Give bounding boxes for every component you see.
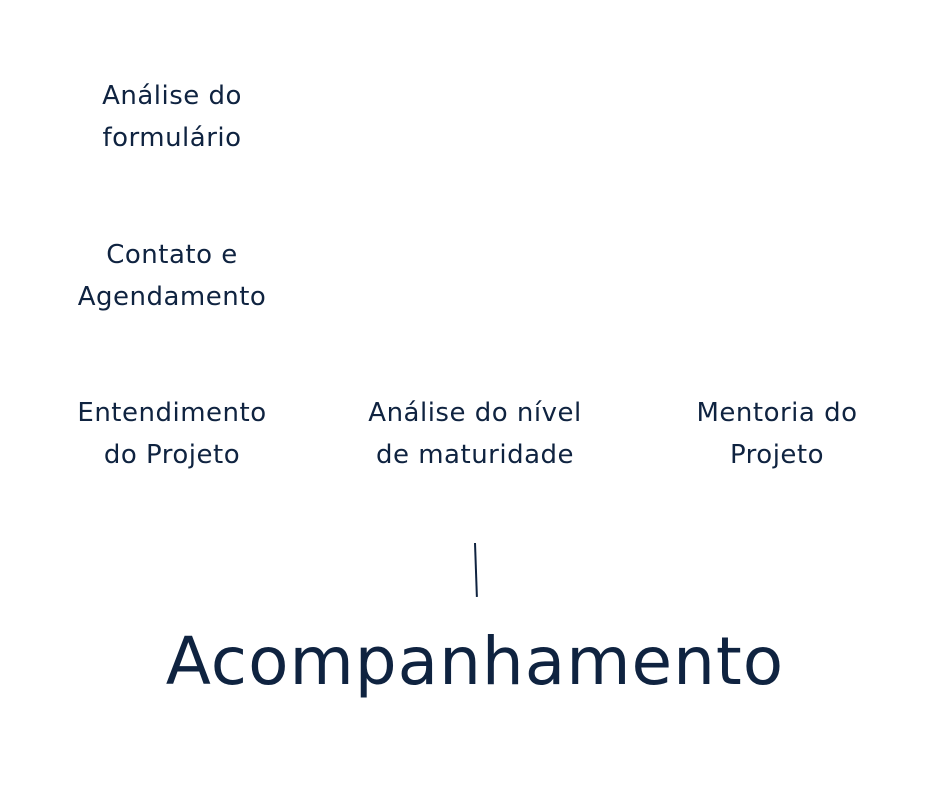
step-contact-scheduling: Contato e Agendamento <box>42 234 302 318</box>
connector-line <box>474 542 478 598</box>
step-label-line: Projeto <box>729 440 825 470</box>
step-label-line: de maturidade <box>375 440 575 470</box>
step-maturity-analysis: Análise do nível de maturidade <box>345 392 605 476</box>
step-project-understanding: Entendimento do Projeto <box>42 392 302 476</box>
step-label-line: Mentoria do <box>696 398 858 428</box>
step-label-line: Agendamento <box>77 282 267 312</box>
step-label-line: Contato e <box>106 240 238 270</box>
step-form-analysis: Análise do formulário <box>42 75 302 159</box>
step-label-line: formulário <box>102 123 242 153</box>
step-label-line: Análise do nível <box>368 398 582 428</box>
step-label-line: Entendimento <box>77 398 267 428</box>
step-project-mentoring: Mentoria do Projeto <box>647 392 907 476</box>
step-label-line: do Projeto <box>103 440 241 470</box>
section-title: Acompanhamento <box>165 623 785 700</box>
step-label-line: Análise do <box>102 81 242 111</box>
